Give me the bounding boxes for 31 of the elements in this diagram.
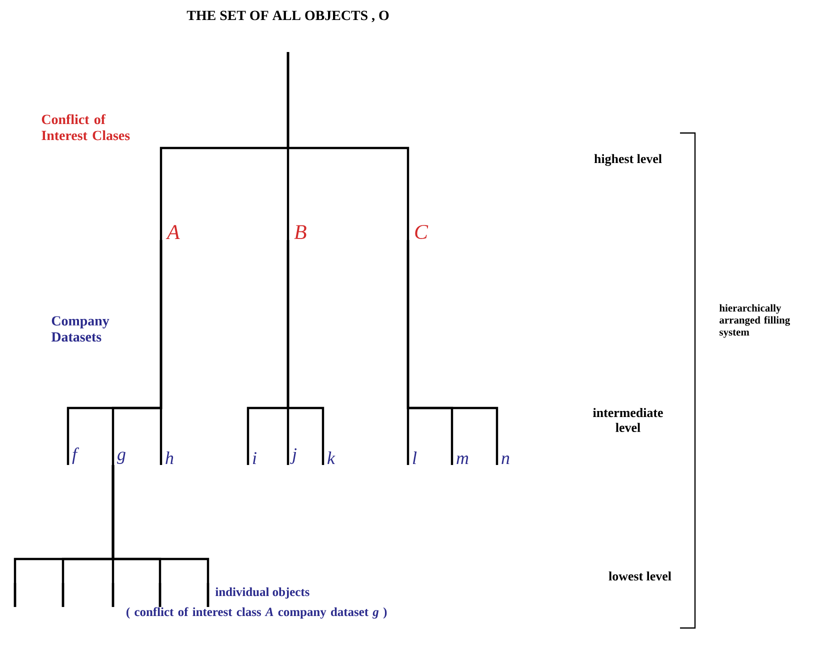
system-label: hierarchically arranged filling system (719, 304, 790, 338)
tree-line (112, 465, 210, 583)
tree-line (160, 240, 162, 465)
leaf-line (158, 583, 162, 607)
dataset-letter: m (456, 456, 468, 464)
leaf-line (112, 583, 114, 607)
leaf-line (206, 583, 210, 607)
tree-line (406, 240, 498, 465)
dataset-letter: g (117, 452, 126, 464)
dataset-letter: k (328, 452, 336, 464)
tree-line (286, 52, 410, 240)
heading-text: Conflict of Interest Clases (42, 114, 130, 140)
class-letter: C (415, 224, 428, 239)
dataset-letter: n (502, 456, 510, 464)
leaf-line (62, 583, 64, 607)
dataset-letter: f (72, 448, 80, 464)
set-label: THE SET OF ALL OBJECTS , O (186, 10, 389, 22)
dataset-letter: j (290, 448, 297, 464)
level-label: highest level (594, 154, 662, 166)
dataset-letter: h (166, 452, 174, 464)
level-label: intermediate level (593, 408, 663, 432)
tree-line (286, 240, 324, 465)
leaf-line (14, 583, 16, 607)
class-letter: B (294, 225, 306, 239)
class-letter: A (166, 225, 180, 239)
note-text: ( conflict of interest class A company dataset g ) (126, 607, 387, 619)
dataset-letter: i (253, 452, 256, 464)
level-label: lowest level (608, 571, 672, 581)
dataset-letter: l (412, 452, 417, 464)
heading-text: Company Datasets (51, 316, 110, 342)
note-text: individual objects (216, 587, 310, 599)
